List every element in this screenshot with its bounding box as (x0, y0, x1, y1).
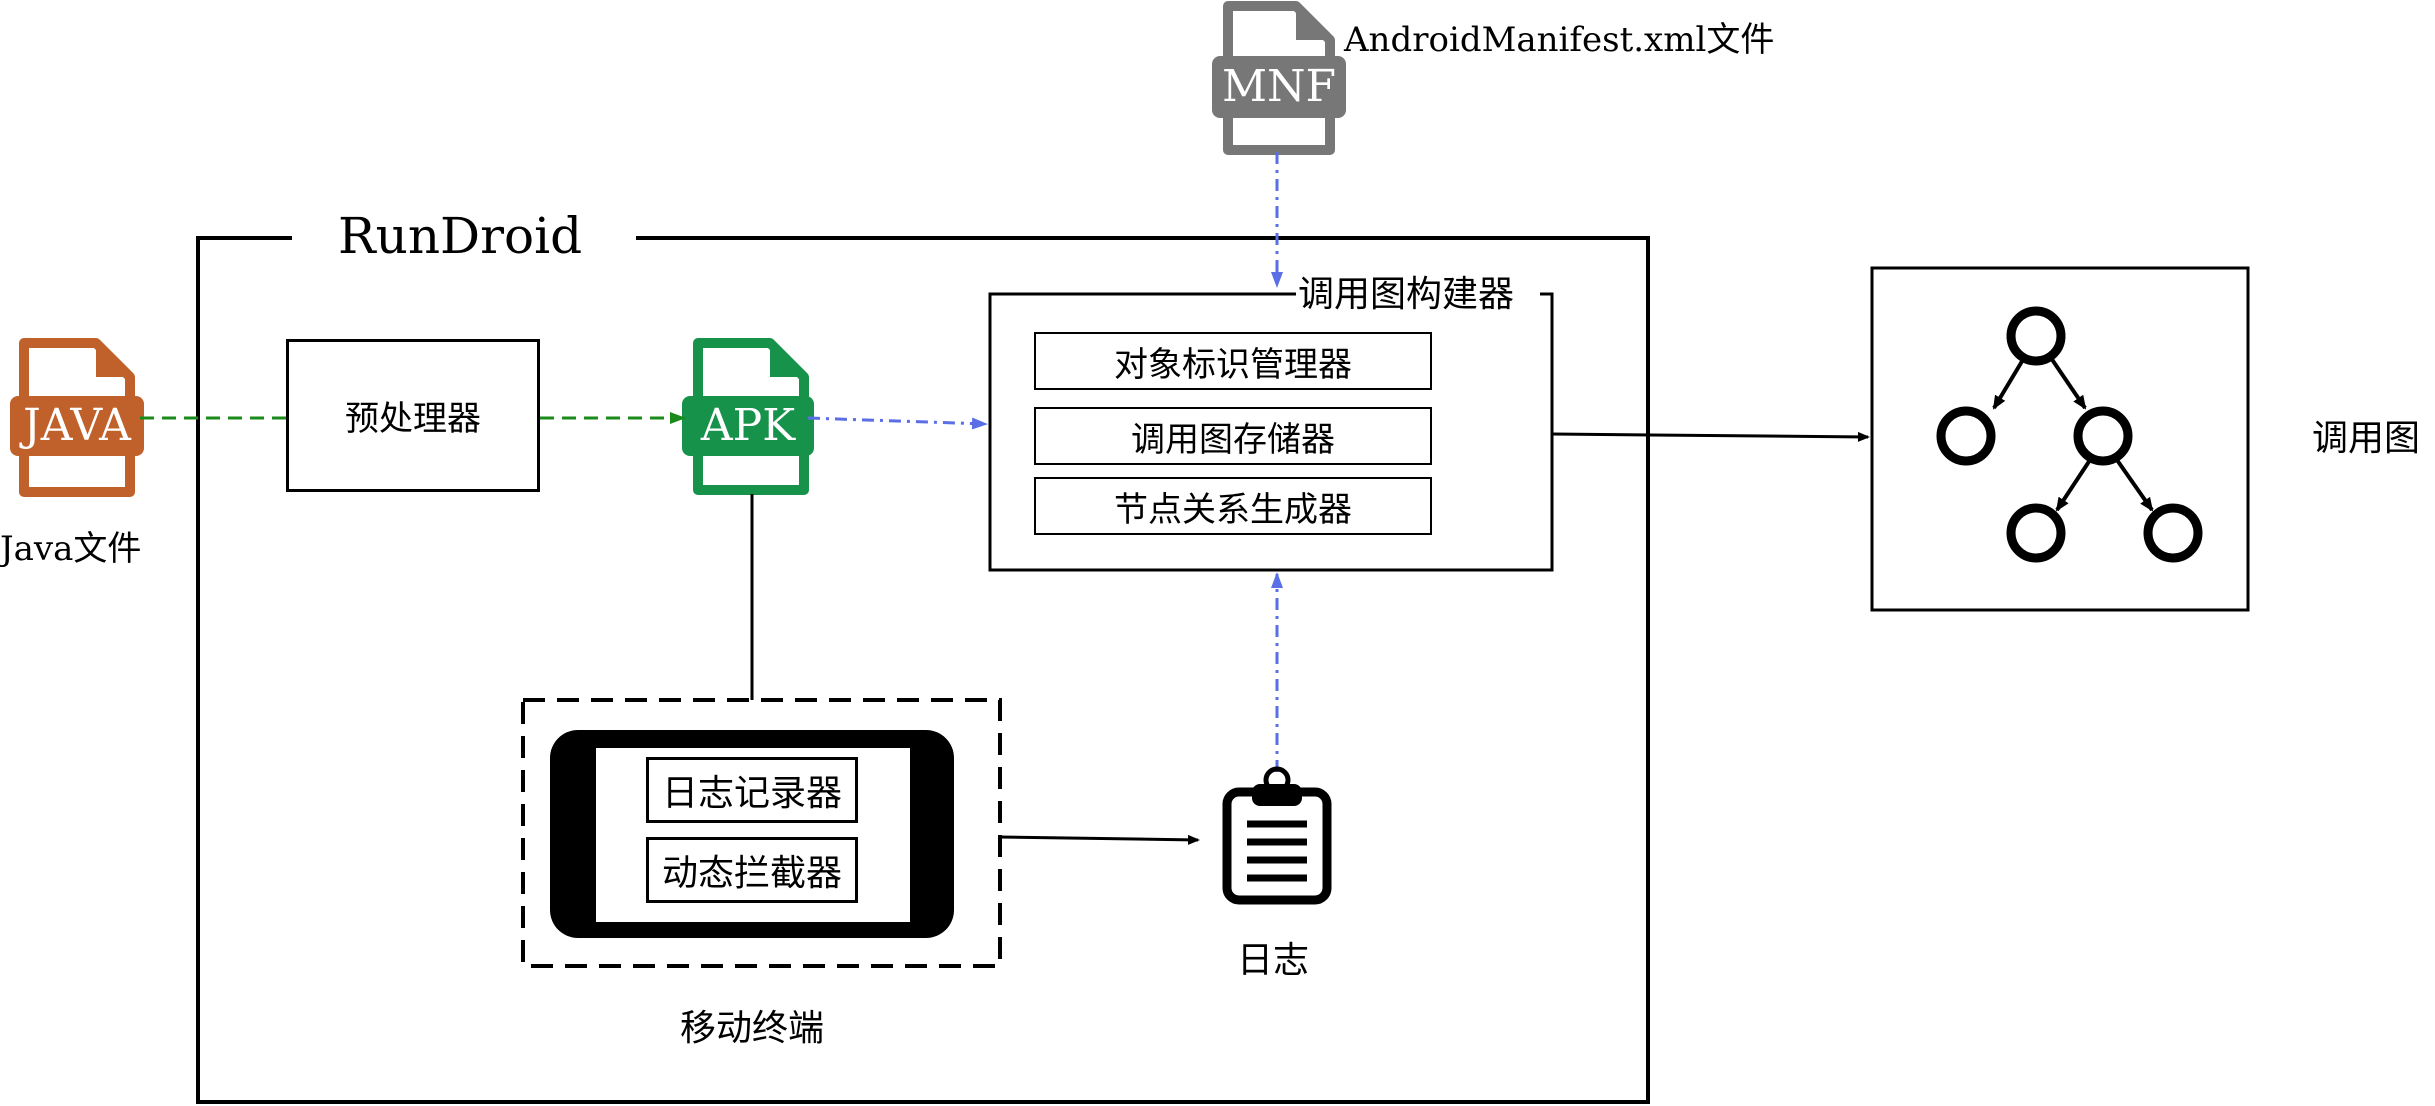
mobile-terminal-label: 移动终端 (680, 1008, 825, 1049)
tree-node (2073, 406, 2133, 466)
callgraph-tree-icon (1936, 306, 2203, 563)
mobile-component-label: 动态拦截器 (661, 853, 842, 894)
tree-node (2006, 503, 2066, 563)
mobile-component-label: 日志记录器 (661, 773, 842, 814)
log-label: 日志 (1237, 940, 1310, 981)
java-file-label: Java文件 (0, 529, 142, 569)
rundroid-frame (196, 236, 1650, 1104)
tree-node (2143, 503, 2203, 563)
builder-title: 调用图构建器 (1298, 274, 1515, 315)
mobile-to-log-arrow (999, 834, 1200, 845)
apk-file-icon (682, 338, 814, 495)
mobile-component-interceptor: 动态拦截器 (646, 837, 858, 903)
tree-node (2006, 306, 2066, 366)
rundroid-title: RunDroid (338, 207, 583, 265)
mobile-component-logger: 日志记录器 (646, 757, 858, 823)
apk-icon-text: APK (700, 400, 796, 451)
builder-to-callgraph-arrow (1551, 431, 1870, 442)
clipboard-log-icon (1222, 766, 1332, 905)
manifest-icon-text: MNF (1221, 61, 1337, 112)
preprocessor-box: 预处理器 (286, 339, 540, 492)
builder-component-callgraph-store: 调用图存储器 (1034, 407, 1432, 465)
java-file-icon (10, 338, 144, 497)
builder-component-label: 调用图存储器 (1131, 419, 1335, 460)
callgraph-label: 调用图 (2312, 418, 2421, 459)
builder-component-node-relation-generator: 节点关系生成器 (1034, 477, 1432, 535)
callgraph-box (1870, 266, 2250, 612)
preprocessor-label: 预处理器 (345, 399, 481, 439)
builder-component-object-id-manager: 对象标识管理器 (1034, 332, 1432, 390)
mobile-terminal-frame (521, 698, 1002, 968)
builder-frame (988, 292, 1554, 572)
builder-component-label: 节点关系生成器 (1114, 489, 1352, 530)
tree-node (1936, 406, 1996, 466)
manifest-file-icon (1212, 1, 1346, 155)
apk-to-builder-arrow (807, 416, 988, 430)
builder-component-label: 对象标识管理器 (1114, 344, 1352, 385)
java-icon-text: JAVA (23, 400, 131, 451)
manifest-file-label: AndroidManifest.xml文件 (1344, 20, 1775, 60)
